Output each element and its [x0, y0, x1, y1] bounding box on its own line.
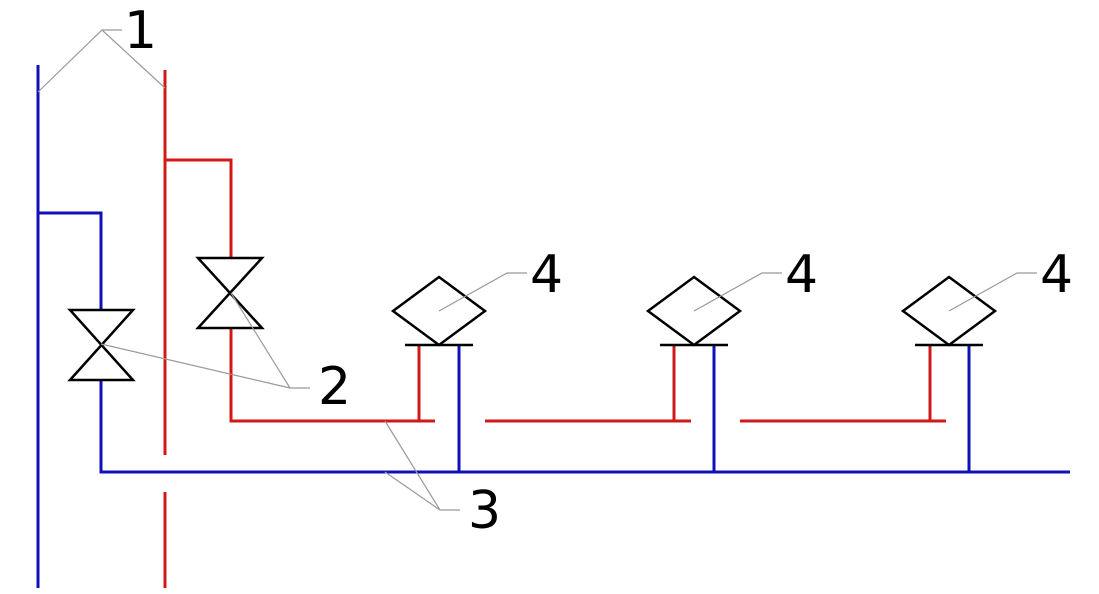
leader-meter-2 — [693, 272, 782, 312]
hot-branch-lower — [229, 328, 435, 423]
leader-riser-hot — [101, 29, 166, 89]
hot-valve-icon — [195, 256, 265, 330]
callout-meter-2: 4 — [785, 245, 818, 305]
callout-riser: 1 — [124, 1, 157, 61]
callout-pipe: 3 — [468, 481, 501, 541]
leader-valve-hot — [230, 292, 291, 389]
callout-valve: 2 — [318, 357, 351, 417]
hot-branch-upper — [165, 158, 233, 258]
cold-branch-upper — [38, 211, 103, 310]
leader-riser-cold — [37, 29, 122, 93]
leader-valve-cold — [100, 343, 310, 389]
cold-branch-lower — [99, 380, 1070, 474]
leader-pipe-hot — [384, 420, 460, 511]
leader-meter-1 — [438, 272, 527, 312]
cold-valve-icon — [67, 308, 136, 382]
callout-meter-3: 4 — [1040, 245, 1073, 305]
leader-pipe-cold — [384, 471, 441, 511]
callout-meter-1: 4 — [530, 245, 563, 305]
leader-meter-3 — [948, 272, 1037, 312]
